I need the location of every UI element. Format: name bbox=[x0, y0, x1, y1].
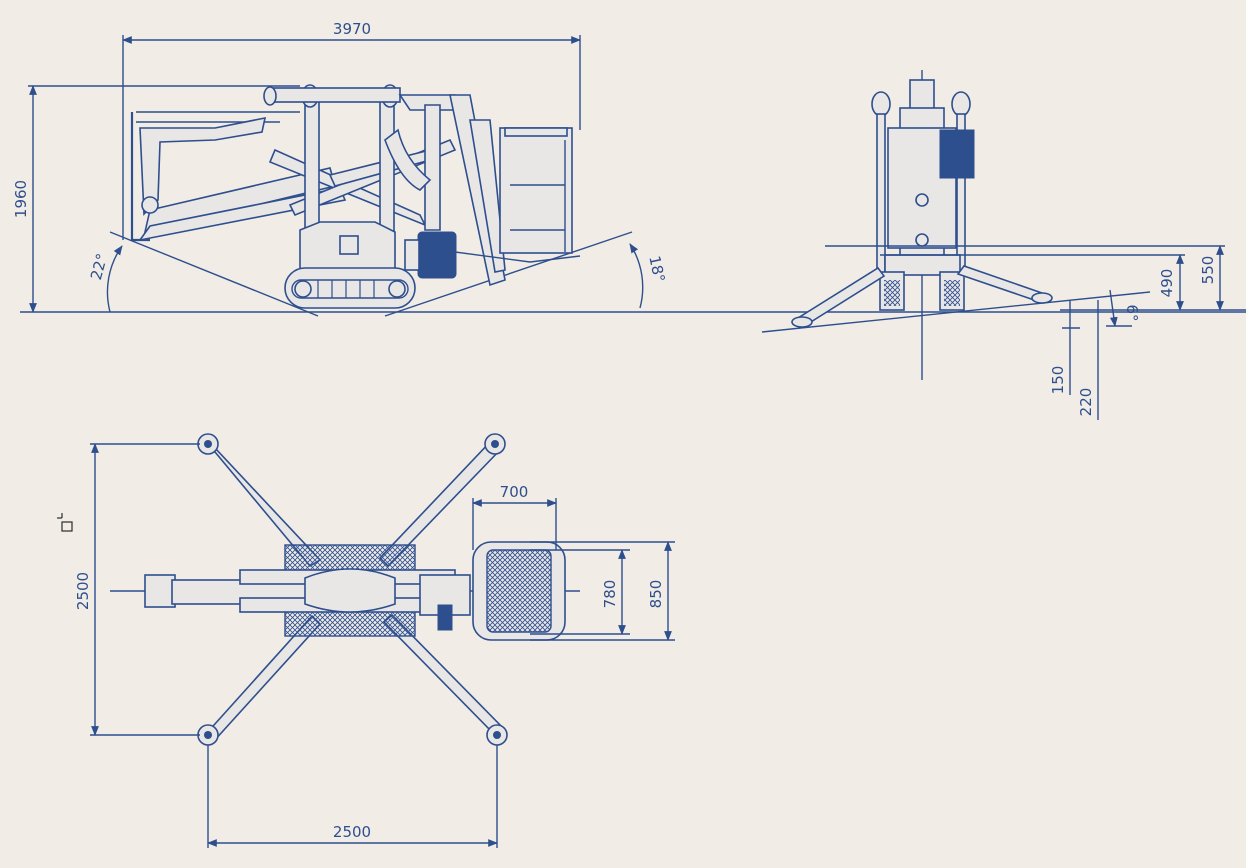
dim-front-clearances: 150 220 bbox=[1049, 300, 1099, 420]
dim-angle-left: 22° bbox=[87, 231, 319, 317]
dim-label-1960: 1960 bbox=[12, 180, 30, 218]
dim-top-basket-width: 700 bbox=[472, 483, 557, 550]
machine-front bbox=[791, 79, 1053, 328]
dim-label-22deg: 22° bbox=[87, 252, 111, 282]
cursor-icon bbox=[57, 513, 73, 532]
dim-label-18deg: 18° bbox=[645, 254, 668, 284]
dim-label-850: 850 bbox=[647, 580, 665, 609]
dim-front-angle: 6° bbox=[1106, 289, 1141, 327]
dim-label-2500-horizontal: 2500 bbox=[333, 823, 371, 841]
dim-angle-right: 18° bbox=[384, 231, 668, 317]
dim-label-3970: 3970 bbox=[333, 20, 371, 38]
dim-side-height: 1960 bbox=[12, 85, 300, 313]
dim-label-700: 700 bbox=[500, 483, 529, 501]
dim-label-550: 550 bbox=[1199, 256, 1217, 285]
dim-top-span-horizontal: 2500 bbox=[207, 745, 498, 848]
machine-side bbox=[130, 84, 581, 309]
dim-label-2500-vertical: 2500 bbox=[74, 572, 92, 610]
top-view: 700 780 850 2500 2500 bbox=[74, 433, 675, 848]
dim-top-span-vertical: 2500 bbox=[74, 443, 200, 736]
basket-top bbox=[472, 541, 566, 641]
boom-top bbox=[110, 568, 580, 631]
dim-label-150: 150 bbox=[1049, 366, 1067, 395]
dim-label-780: 780 bbox=[601, 580, 619, 609]
front-view: 490 550 6° 150 220 bbox=[761, 70, 1246, 420]
side-view: 3970 1960 22° 18° bbox=[12, 20, 1246, 317]
dim-label-490: 490 bbox=[1158, 269, 1176, 298]
dim-front-heights: 490 550 bbox=[825, 245, 1225, 311]
dim-label-6deg: 6° bbox=[1123, 304, 1141, 321]
dim-top-basket-depth: 780 850 bbox=[530, 541, 675, 641]
dim-side-length: 3970 bbox=[122, 20, 581, 240]
dim-label-220: 220 bbox=[1077, 388, 1095, 417]
